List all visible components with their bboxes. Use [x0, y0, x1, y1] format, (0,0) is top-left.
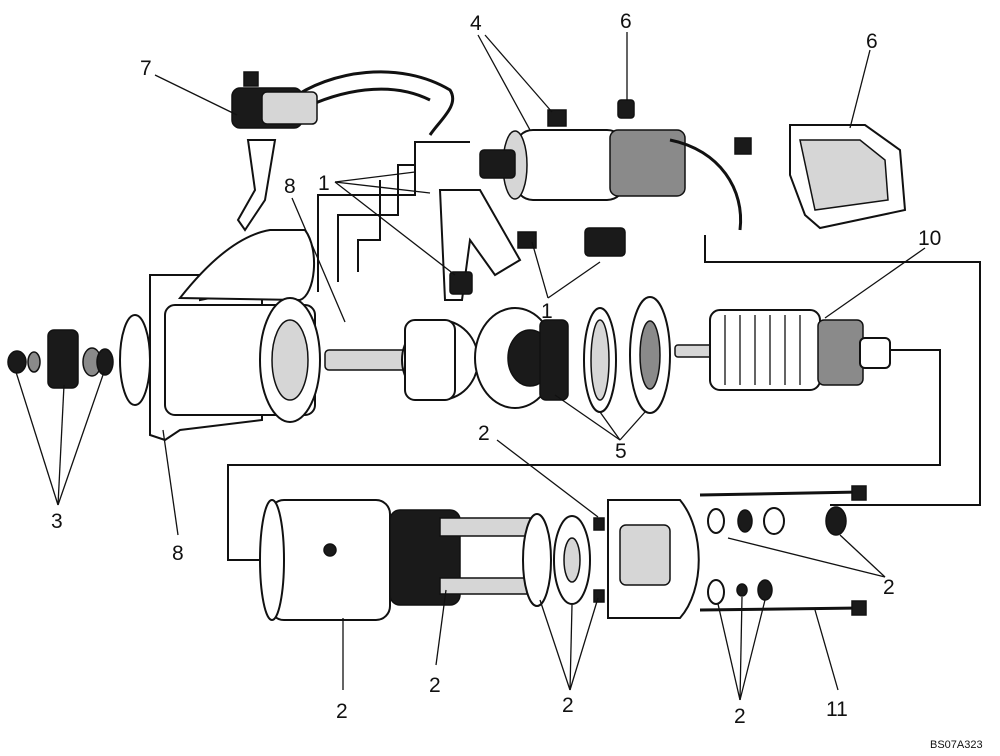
part-8-drive-housing: [119, 229, 321, 442]
callout-3: 3: [51, 510, 63, 533]
callout-1-lower: 1: [541, 300, 553, 323]
callout-7: 7: [140, 57, 152, 80]
part-7-harness: [231, 70, 454, 232]
callout-2-right: 2: [883, 576, 895, 599]
callout-8-lower: 8: [172, 542, 184, 565]
callout-2-bottom-second: 2: [429, 674, 441, 697]
callout-1-upper: 1: [318, 172, 330, 195]
callout-2-bottom-left: 2: [336, 700, 348, 723]
callout-2-upper: 2: [478, 422, 490, 445]
reference-code: BS07A323: [930, 739, 983, 751]
field-frame: [259, 499, 605, 621]
callout-10: 10: [918, 227, 941, 250]
assembly-path-lines: [227, 141, 981, 561]
callout-5: 5: [615, 440, 627, 463]
callout-2-bottom-mid: 2: [562, 694, 574, 717]
part-6-cover: [617, 99, 907, 230]
part-1-bracket: [438, 189, 522, 301]
callout-labels: 7 4 6 6 8 1 1 10 3 8 5 2 2 2 2 2 2 11: [51, 10, 941, 728]
part-5-planetary-set: [539, 296, 671, 414]
part-4-solenoid: [479, 109, 752, 257]
part-3-pinion-set: [7, 329, 114, 389]
leader-lines: [15, 32, 926, 701]
callout-4: 4: [470, 12, 482, 35]
part-10-armature: [674, 309, 891, 391]
callout-11: 11: [826, 698, 848, 721]
clutch-shaft: [324, 307, 556, 409]
end-housing: [607, 499, 700, 619]
part-11-through-bolts: [699, 485, 867, 616]
callout-6-top: 6: [620, 10, 632, 33]
callout-2-bottom-right: 2: [734, 705, 746, 728]
callout-6-right: 6: [866, 30, 878, 53]
callout-8-upper: 8: [284, 175, 296, 198]
